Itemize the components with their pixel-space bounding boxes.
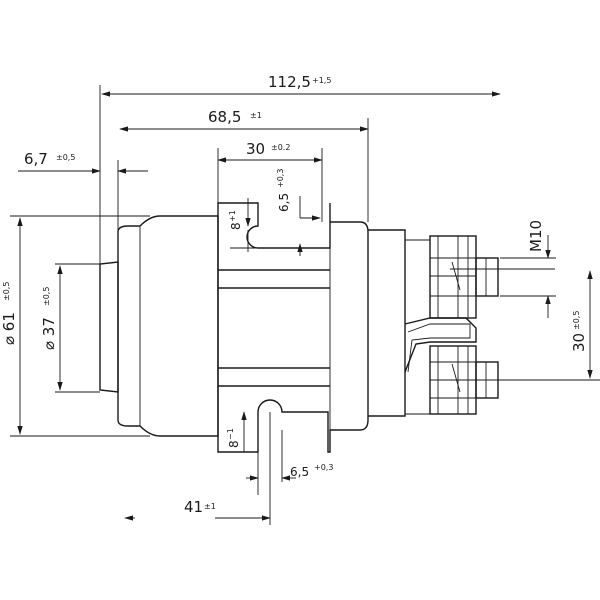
dim-outer-diameter: ⌀ 61 — [0, 312, 18, 345]
dimension-lines — [17, 91, 593, 521]
dim-outer-diameter-tol: ±0,5 — [2, 282, 11, 301]
dim-bracket-width-tol: ±0.2 — [271, 143, 290, 152]
dim-inner-diameter-tol: ±0,5 — [42, 287, 51, 306]
extension-lines — [10, 85, 556, 437]
dim-body-length: 68,5 — [208, 108, 241, 126]
dim-slot-width-bottom-tol: +0,3 — [314, 463, 333, 472]
dim-overall-length: 112,5 — [268, 73, 311, 91]
dim-slot-width-top-tol: +0,3 — [276, 169, 285, 188]
dim-left-step-tol: ±0,5 — [56, 153, 75, 162]
terminal-upper — [429, 235, 499, 319]
dim-slot-depth-bottom-tol: −1 — [226, 428, 235, 440]
dimension-labels: 112,5 +1,5 68,5 ±1 30 ±0.2 6,7 ±0,5 6,5 … — [0, 73, 588, 516]
dim-left-step: 6,7 — [24, 150, 48, 168]
dim-inner-diameter: ⌀ 37 — [40, 317, 58, 350]
dim-slot-depth-top-tol: +1 — [228, 210, 237, 222]
dim-body-length-tol: ±1 — [250, 111, 262, 120]
dim-bracket-width: 30 — [246, 140, 265, 158]
solenoid-body — [99, 202, 430, 453]
dim-slot-width-bottom: 6,5 — [290, 465, 309, 479]
dim-slot-depth-bottom: 8 — [227, 440, 241, 448]
dim-thread: M10 — [527, 220, 545, 252]
dim-slot-offset: 41 — [184, 498, 203, 516]
dim-overall-length-tol: +1,5 — [312, 76, 331, 85]
terminal-link-strap — [404, 317, 477, 373]
dim-slot-width-top: 6,5 — [277, 193, 291, 212]
dim-terminal-spacing-tol: ±0,5 — [572, 311, 581, 330]
center-lines — [257, 268, 600, 525]
dim-slot-depth-top: 8 — [229, 222, 243, 230]
dim-slot-offset-tol: ±1 — [204, 502, 216, 511]
dim-terminal-spacing: 30 — [570, 333, 588, 352]
